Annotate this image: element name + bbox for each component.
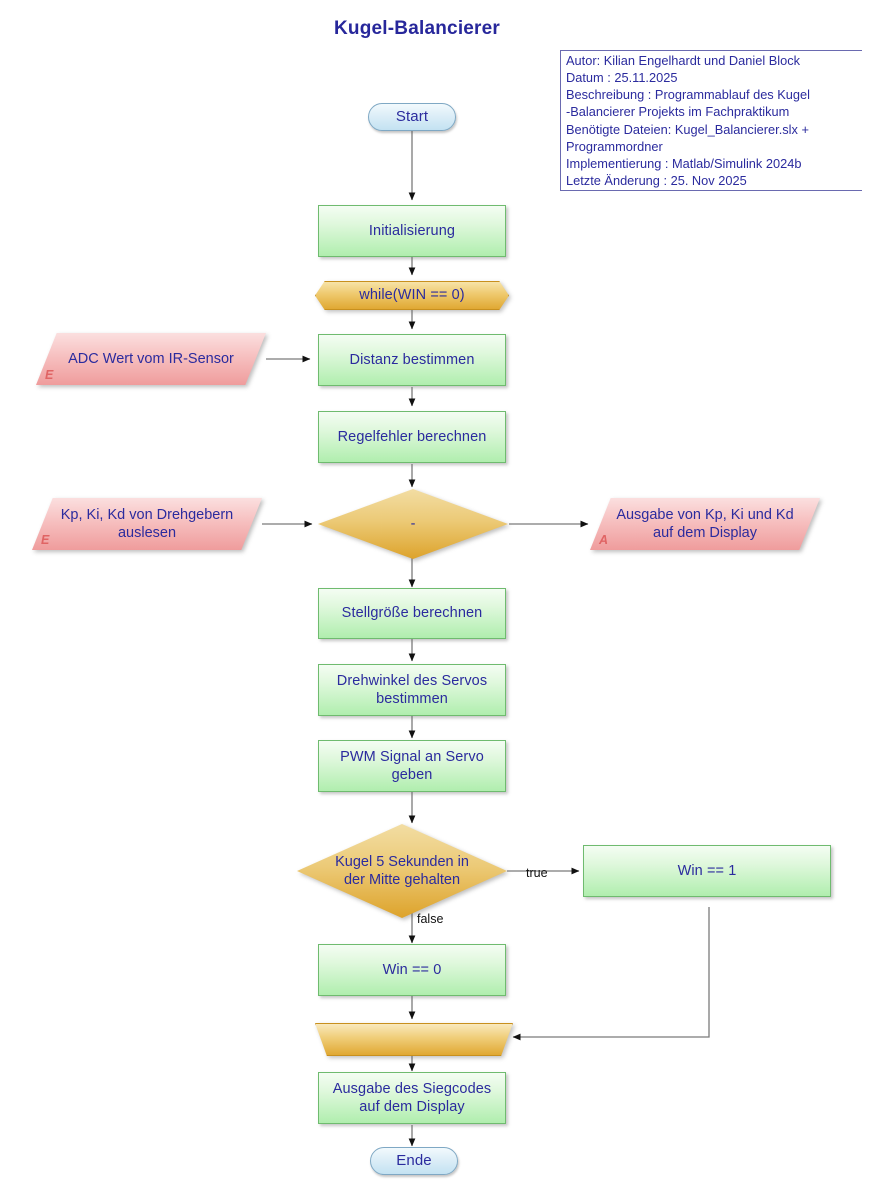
edge-label-false: false <box>417 912 444 926</box>
node-input-pid[interactable]: Kp, Ki, Kd von Drehgebern auslesen E <box>32 498 262 550</box>
node-siegcode-ausgabe[interactable]: Ausgabe des Siegcodes auf dem Display <box>318 1072 506 1124</box>
node-input-adc-mark: E <box>45 368 54 383</box>
node-initialisierung[interactable]: Initialisierung <box>318 205 506 257</box>
node-ende[interactable]: Ende <box>370 1147 458 1175</box>
node-distanz-bestimmen[interactable]: Distanz bestimmen <box>318 334 506 386</box>
node-decision-win-label: Kugel 5 Sekunden in der Mitte gehalten <box>335 853 469 888</box>
node-decision-pid-shape: - <box>318 489 508 559</box>
node-regelfehler-berechnen[interactable]: Regelfehler berechnen <box>318 411 506 463</box>
node-input-adc-label: ADC Wert vom IR-Sensor <box>68 350 234 367</box>
node-win-one[interactable]: Win == 1 <box>583 845 831 897</box>
header-annotation: Autor: Kilian Engelhardt und Daniel Bloc… <box>560 50 862 192</box>
node-input-adc-shape: ADC Wert vom IR-Sensor E <box>36 333 266 385</box>
edge-label-true: true <box>526 866 548 880</box>
node-input-adc[interactable]: ADC Wert vom IR-Sensor E <box>36 333 266 385</box>
node-stellgroesse-berechnen[interactable]: Stellgröße berechnen <box>318 588 506 639</box>
node-pwm-signal[interactable]: PWM Signal an Servo geben <box>318 740 506 792</box>
node-output-pid-shape: Ausgabe von Kp, Ki und Kd auf dem Displa… <box>590 498 820 550</box>
page-title: Kugel-Balancierer <box>334 18 501 39</box>
node-win-zero[interactable]: Win == 0 <box>318 944 506 996</box>
node-loop-end-shape <box>315 1023 513 1056</box>
node-output-pid-mark: A <box>599 533 609 548</box>
node-decision-win[interactable]: Kugel 5 Sekunden in der Mitte gehalten <box>297 824 507 918</box>
node-output-pid-label: Ausgabe von Kp, Ki und Kd auf dem Displa… <box>616 506 794 541</box>
node-decision-win-shape: Kugel 5 Sekunden in der Mitte gehalten <box>297 824 507 918</box>
node-decision-pid[interactable]: - <box>318 489 508 559</box>
node-input-pid-label: Kp, Ki, Kd von Drehgebern auslesen <box>60 506 234 541</box>
node-input-pid-shape: Kp, Ki, Kd von Drehgebern auslesen E <box>32 498 262 550</box>
node-while-loop-shape: while(WIN == 0) <box>315 281 509 310</box>
node-output-pid[interactable]: Ausgabe von Kp, Ki und Kd auf dem Displa… <box>590 498 820 550</box>
node-start[interactable]: Start <box>368 103 456 131</box>
node-input-pid-mark: E <box>41 533 50 548</box>
node-while-loop[interactable]: while(WIN == 0) <box>315 281 509 310</box>
node-drehwinkel-bestimmen[interactable]: Drehwinkel des Servos bestimmen <box>318 664 506 716</box>
node-loop-end[interactable] <box>315 1023 513 1056</box>
node-decision-pid-label: - <box>410 515 416 532</box>
